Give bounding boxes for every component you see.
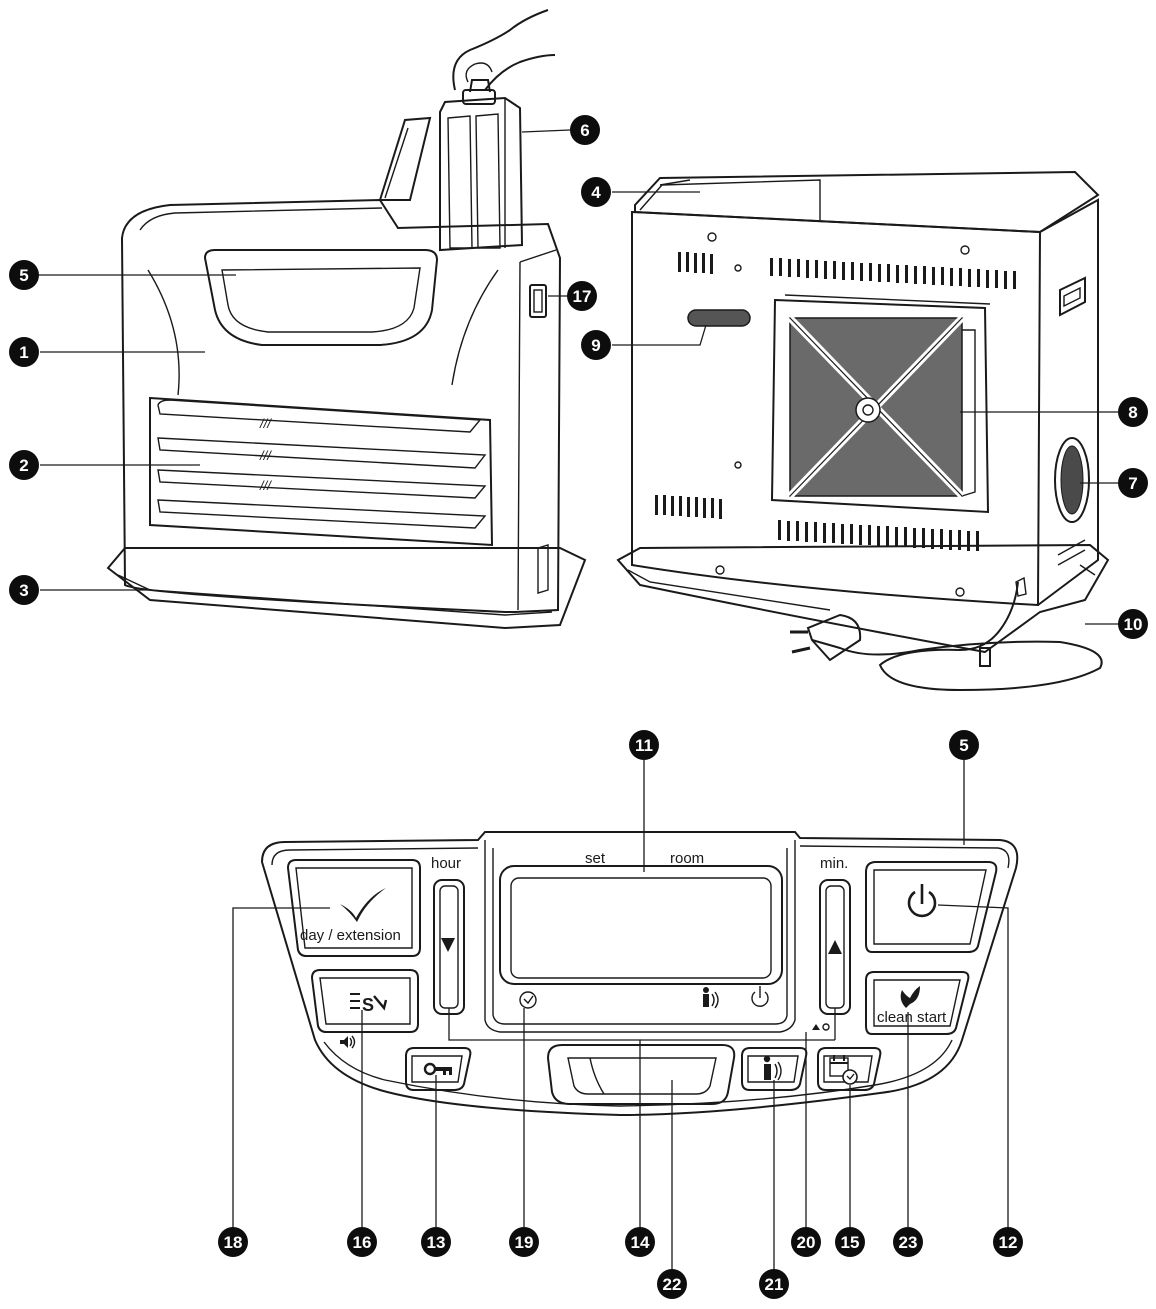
callout-17: 17 [567, 281, 597, 311]
svg-text:18: 18 [224, 1233, 243, 1252]
hour-label: hour [431, 855, 461, 872]
callout-6: 6 [570, 115, 600, 145]
eco-sound-button[interactable]: S [310, 969, 419, 1049]
svg-text:13: 13 [427, 1233, 446, 1252]
svg-text:4: 4 [591, 183, 601, 202]
svg-text:5: 5 [959, 736, 968, 755]
key-icon [423, 1062, 452, 1076]
svg-text:5: 5 [19, 266, 28, 285]
callout-15: 15 [835, 1227, 865, 1257]
svg-text:17: 17 [573, 287, 592, 306]
day-extension-label: day / extension [300, 927, 401, 944]
clean-start-button[interactable]: clean start [865, 971, 970, 1035]
callout-8: 8 [1118, 397, 1148, 427]
svg-text:1: 1 [19, 343, 28, 362]
arrow-up-icon [828, 940, 842, 954]
power-icon [907, 884, 937, 918]
presence-led [812, 1023, 830, 1031]
svg-text:12: 12 [999, 1233, 1018, 1252]
svg-text:11: 11 [635, 736, 653, 755]
callout-markers: 6 4 5 17 1 9 8 2 7 3 10 11 5 18 16 13 19… [9, 115, 1148, 1299]
arrow-down-icon [441, 938, 455, 952]
hour-down-button[interactable] [433, 879, 465, 1015]
callout-11: 11 [629, 730, 659, 760]
callout-10: 10 [1118, 609, 1148, 639]
day-extension-button[interactable]: day / extension [286, 859, 421, 957]
callout-16: 16 [347, 1227, 377, 1257]
svg-text:S: S [362, 995, 374, 1015]
svg-text:19: 19 [515, 1233, 534, 1252]
callout-12: 12 [993, 1227, 1023, 1257]
presence-sensor-icon [703, 987, 719, 1009]
svg-text:22: 22 [663, 1275, 682, 1294]
svg-text:9: 9 [591, 336, 600, 355]
callout-5-front: 5 [9, 260, 39, 290]
clean-start-label: clean start [877, 1009, 947, 1026]
svg-text:21: 21 [765, 1275, 784, 1294]
svg-text:16: 16 [353, 1233, 372, 1252]
callout-21: 21 [759, 1269, 789, 1299]
callout-1: 1 [9, 337, 39, 367]
svg-text:23: 23 [899, 1233, 918, 1252]
min-up-button[interactable] [819, 879, 851, 1015]
svg-text:3: 3 [19, 581, 28, 600]
svg-text:8: 8 [1128, 403, 1137, 422]
callout-19: 19 [509, 1227, 539, 1257]
rear-heater-illustration [616, 170, 1110, 692]
svg-text:10: 10 [1124, 615, 1143, 634]
panel-grip-recess [546, 1044, 736, 1105]
svg-text:///: /// [259, 448, 272, 463]
presence-sensor-icon [763, 1055, 782, 1081]
svg-text:20: 20 [797, 1233, 816, 1252]
timer-program-icon [829, 1055, 858, 1085]
callout-20: 20 [791, 1227, 821, 1257]
callout-4: 4 [581, 177, 611, 207]
clock-icon [519, 991, 537, 1009]
callout-22: 22 [657, 1269, 687, 1299]
svg-text:14: 14 [631, 1233, 650, 1252]
callout-7: 7 [1118, 468, 1148, 498]
callout-9: 9 [581, 330, 611, 360]
callout-23: 23 [893, 1227, 923, 1257]
callout-14: 14 [625, 1227, 655, 1257]
check-icon [340, 888, 386, 922]
callout-2: 2 [9, 450, 39, 480]
leader-lines [38, 129, 1118, 1270]
power-button[interactable] [865, 861, 998, 953]
sound-icon [340, 1035, 356, 1049]
set-label: set [585, 850, 606, 867]
presence-mode-button[interactable] [741, 1047, 808, 1091]
eco-mode-icon: S [350, 993, 388, 1015]
svg-text:6: 6 [580, 121, 589, 140]
svg-text:///: /// [259, 478, 272, 493]
callout-18: 18 [218, 1227, 248, 1257]
min-label: min. [820, 855, 848, 872]
callout-13: 13 [421, 1227, 451, 1257]
key-lock-button[interactable] [405, 1047, 472, 1091]
front-heater-illustration: /// /// /// [106, 9, 587, 630]
power-status-icon [751, 986, 769, 1007]
svg-text:2: 2 [19, 456, 28, 475]
room-label: room [670, 850, 704, 867]
leaf-icon [900, 986, 920, 1008]
timer-program-button[interactable] [817, 1047, 882, 1091]
control-panel: set room day / extension [260, 831, 1019, 1117]
svg-text:7: 7 [1128, 474, 1137, 493]
callout-5-panel: 5 [949, 730, 979, 760]
svg-text:///: /// [259, 416, 272, 431]
callout-3: 3 [9, 575, 39, 605]
svg-text:15: 15 [841, 1233, 860, 1252]
